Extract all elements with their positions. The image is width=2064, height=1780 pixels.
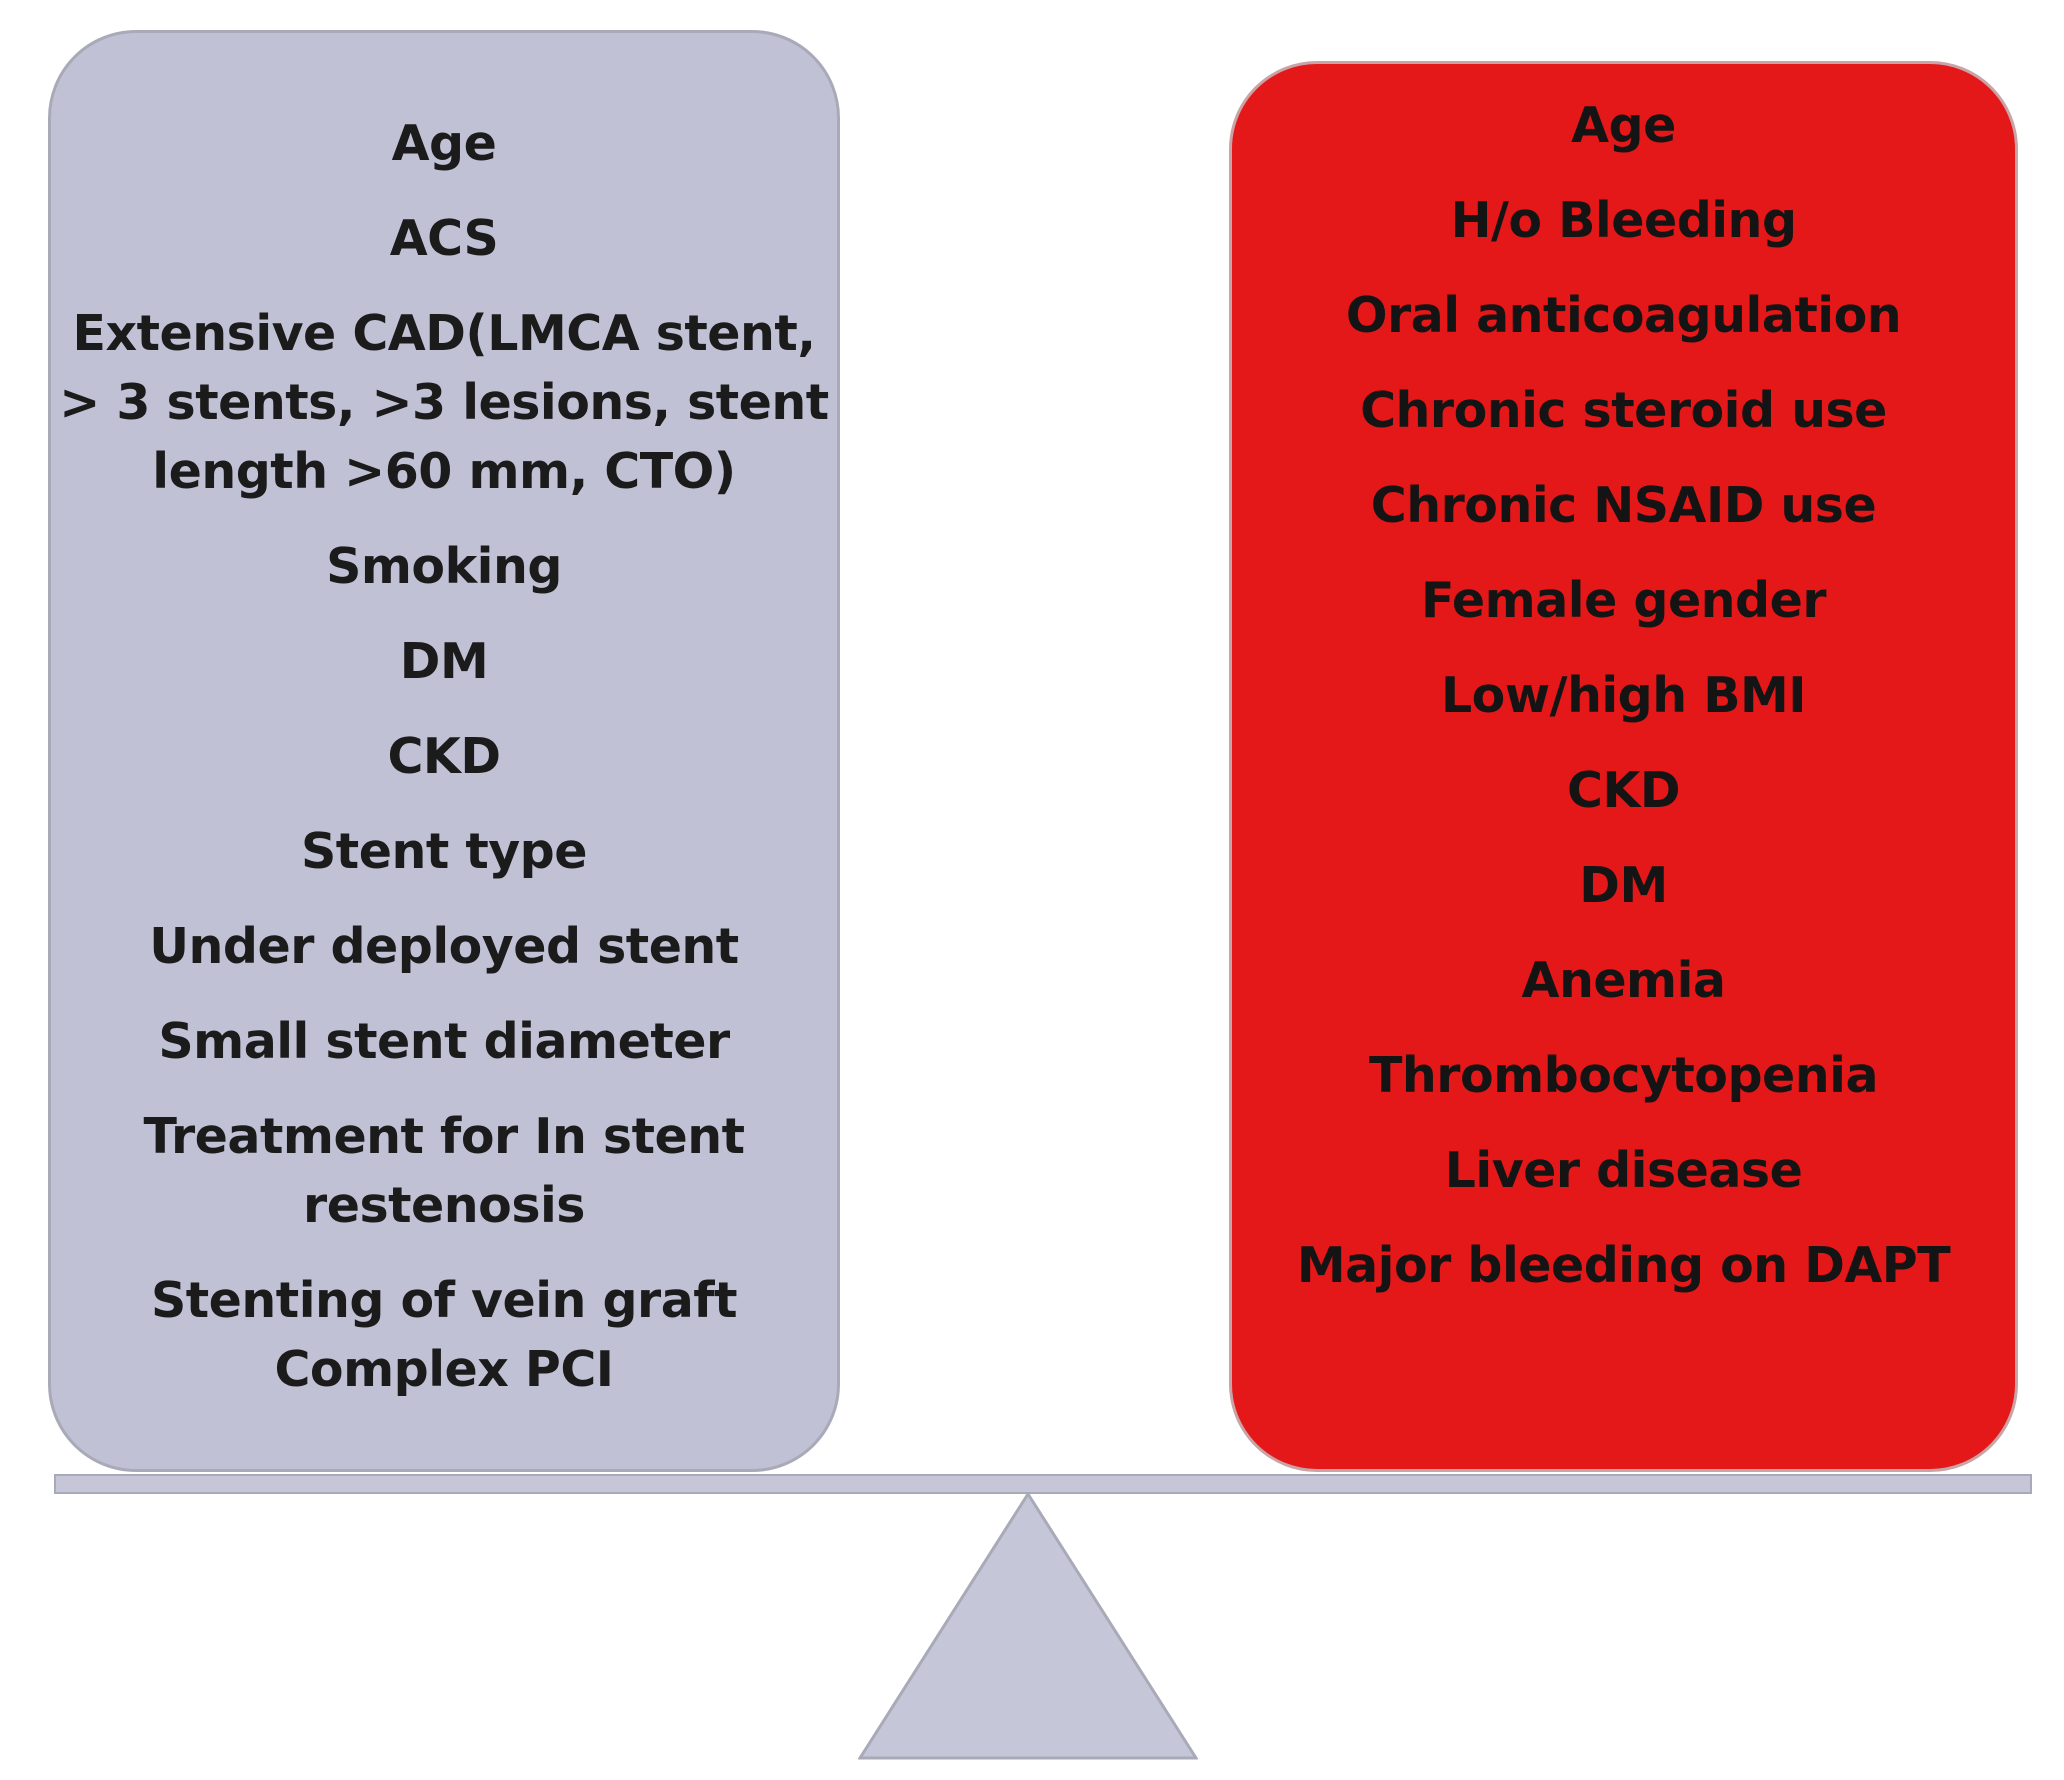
left-risk-list: Age ACS Extensive CAD(LMCA stent, > 3 st… <box>51 109 837 1430</box>
right-item: Chronic steroid use <box>1360 382 1887 439</box>
left-item: Small stent diameter <box>158 1013 730 1070</box>
left-item: Treatment for In stent restenosis <box>143 1108 745 1234</box>
left-item: ACS <box>389 210 499 267</box>
right-item: H/o Bleeding <box>1450 192 1797 249</box>
right-item: Anemia <box>1521 952 1726 1009</box>
fulcrum-triangle <box>858 1492 1198 1760</box>
right-item: Chronic NSAID use <box>1370 477 1877 534</box>
left-item: Age <box>391 115 497 172</box>
balance-beam <box>54 1474 2032 1494</box>
right-item: CKD <box>1566 762 1681 819</box>
left-item: DM <box>399 633 489 690</box>
right-item: Female gender <box>1420 572 1827 629</box>
right-item: Thrombocytopenia <box>1368 1047 1879 1104</box>
left-item: CKD <box>387 728 501 785</box>
left-risk-panel: Age ACS Extensive CAD(LMCA stent, > 3 st… <box>48 30 840 1472</box>
right-item: Liver disease <box>1444 1142 1803 1199</box>
left-item: Smoking <box>326 538 562 595</box>
left-item: Complex PCI <box>274 1341 614 1398</box>
left-item: Under deployed stent <box>149 918 739 975</box>
left-item: Extensive CAD(LMCA stent, > 3 stents, >3… <box>59 305 829 500</box>
right-item: Major bleeding on DAPT <box>1296 1237 1951 1294</box>
right-item: Age <box>1571 97 1676 154</box>
left-item: Stent type <box>301 823 588 880</box>
balance-fulcrum <box>858 1492 1198 1760</box>
right-item: Oral anticoagulation <box>1345 287 1902 344</box>
right-risk-list: Age H/o Bleeding Oral anticoagulation Ch… <box>1232 91 2015 1326</box>
left-item: Stenting of vein graft <box>150 1272 738 1329</box>
right-item: Low/high BMI <box>1440 667 1807 724</box>
right-risk-panel: Age H/o Bleeding Oral anticoagulation Ch… <box>1229 61 2018 1472</box>
right-item: DM <box>1579 857 1668 914</box>
